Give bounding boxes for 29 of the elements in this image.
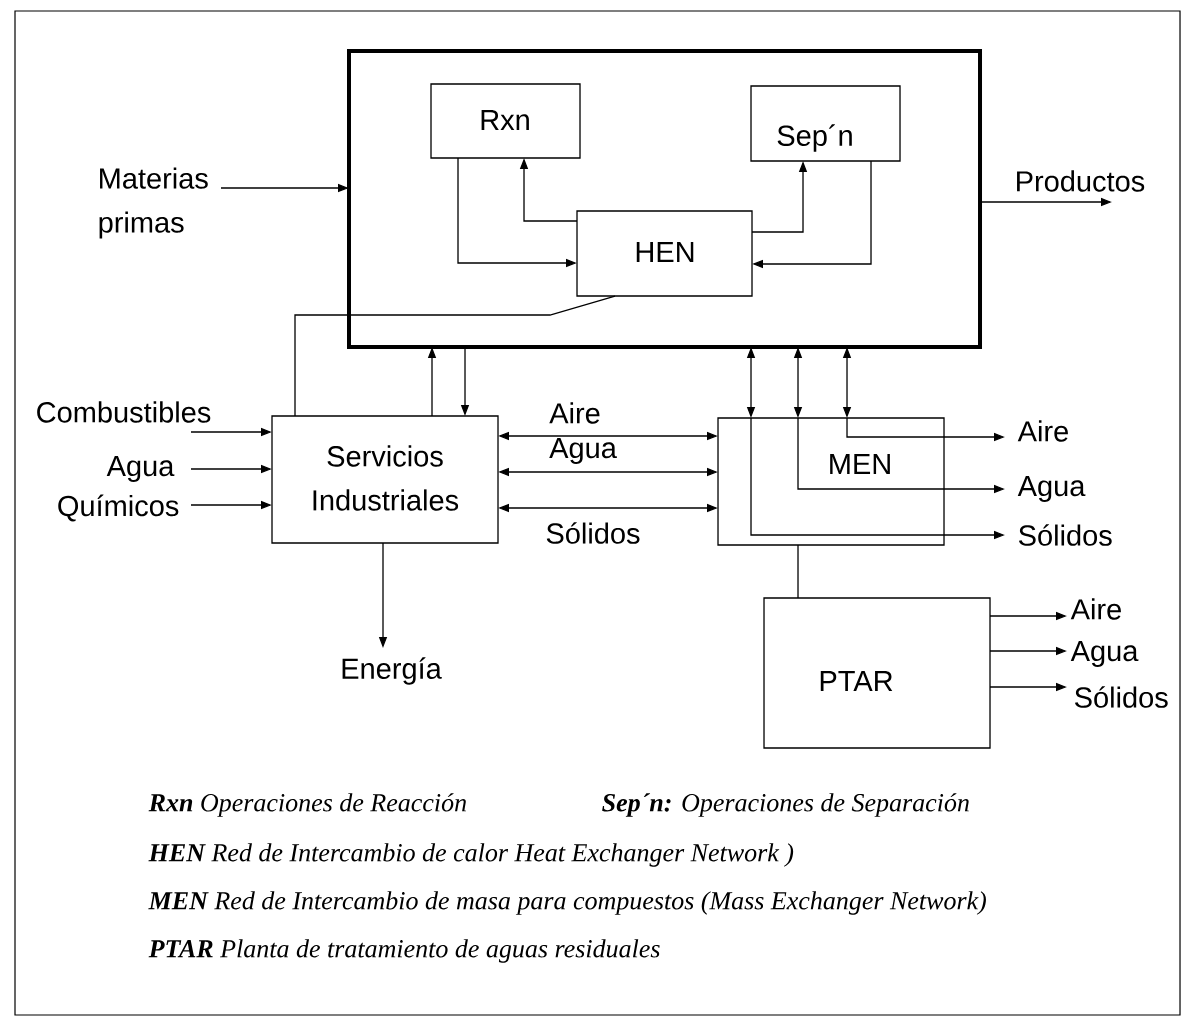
stream-label: Energía: [342, 657, 442, 685]
connector-line: [294, 295, 616, 417]
stream-label: Combustibles: [37, 401, 211, 423]
plant-box: [347, 49, 982, 349]
stream-label: Agua: [1017, 476, 1086, 502]
process-box: PTAR: [763, 597, 991, 749]
stream-label: Productos: [1017, 170, 1145, 192]
definition-text: HEN Red de Intercambio de calor Heat Exchanger Network ): [148, 843, 794, 867]
stream-label: Agua: [1070, 641, 1139, 667]
process-box: MEN: [717, 417, 945, 546]
definition-text: Sep´n: Operaciones de Separación: [602, 793, 969, 817]
edge-label: Agua: [548, 437, 618, 465]
connector-line: [797, 544, 799, 599]
stream-label: Aire: [1017, 420, 1068, 442]
edge-label: Aire: [548, 401, 602, 425]
stream-label: Sólidos: [1075, 686, 1168, 708]
stream-label: Aire: [1070, 598, 1121, 620]
definition-text: Rxn Operaciones de Reacción: [148, 793, 466, 817]
process-box: HEN: [576, 210, 753, 297]
edge-label: Sólidos: [544, 521, 642, 545]
definition-text: PTAR Planta de tratamiento de aguas residuales: [148, 939, 660, 963]
stream-label: Químicos: [58, 494, 179, 522]
process-box: Servicios Industriales: [271, 415, 499, 544]
stream-label: Materias primas: [99, 167, 208, 239]
process-box: Rxn: [430, 83, 581, 159]
stream-label: Agua: [106, 456, 175, 482]
process-box: Sep´n: [750, 85, 901, 162]
definition-text: MEN Red de Intercambio de masa para compuestos (Mass Exchanger Network): [148, 891, 986, 915]
stream-label: Sólidos: [1019, 524, 1112, 546]
